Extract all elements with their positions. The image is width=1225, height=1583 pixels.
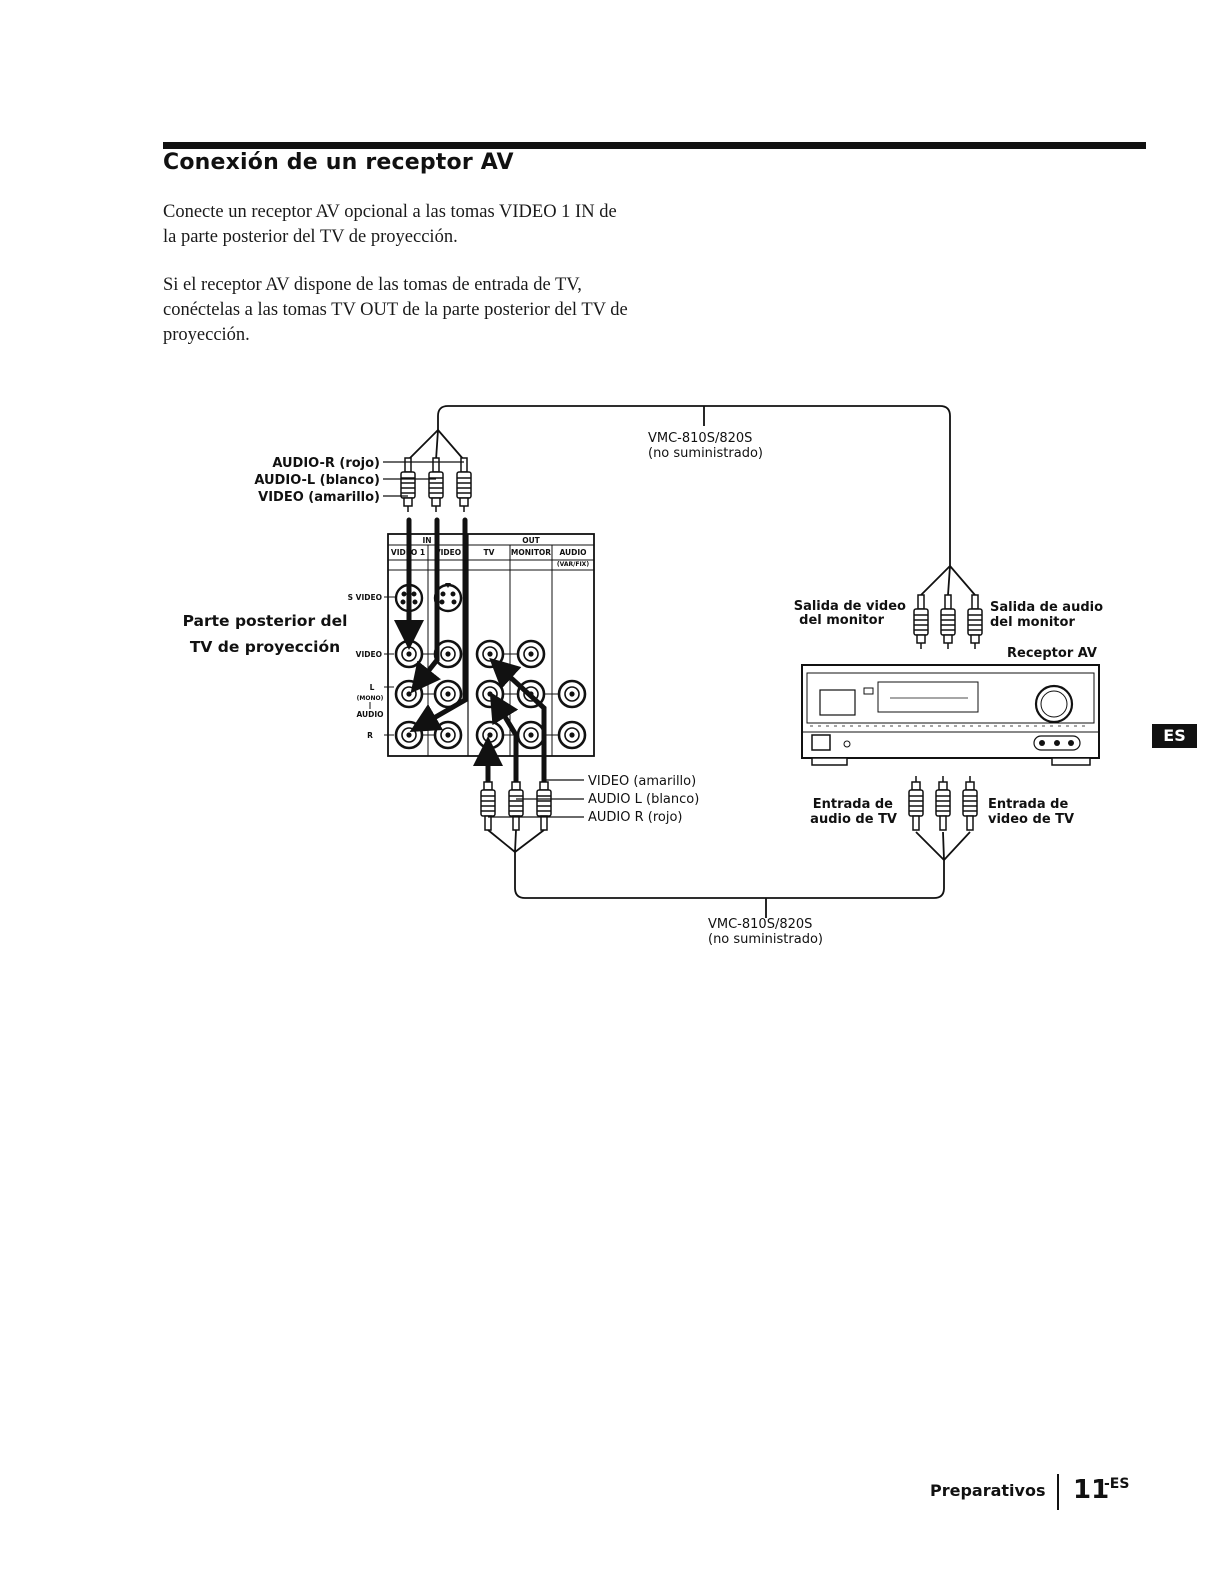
monitor-video-out-line1: Salida de video <box>794 599 906 614</box>
page-number: 11 <box>1073 1475 1110 1505</box>
tv-audio-in-line1: Entrada de <box>813 797 893 812</box>
panel-col-tv: TV <box>484 548 495 557</box>
panel-row-r: R <box>367 731 373 740</box>
receiver-input-plugs <box>908 775 978 831</box>
panel-col-video: VIDEO <box>435 548 461 557</box>
language-tab: ES <box>1152 724 1197 748</box>
section-title: Conexión de un receptor AV <box>163 150 514 175</box>
tv-rear-panel: IN OUT VIDEO 1 VIDEO TV MONITOR AUDIO (V… <box>348 533 595 757</box>
bottom-cable-model: VMC-810S/820S <box>708 917 812 932</box>
bottom-tv-plugs <box>480 775 552 831</box>
tv-audio-in-line2: audio de TV <box>810 812 897 827</box>
av-receiver <box>801 664 1100 766</box>
tv-rear-label-line2: TV de proyección <box>190 638 340 656</box>
top-cable <box>407 405 976 596</box>
bottom-cable <box>487 829 971 918</box>
bottom-plug-label-video: VIDEO (amarillo) <box>588 774 696 789</box>
panel-row-mono: (MONO) <box>357 695 384 702</box>
panel-row-audio: AUDIO <box>356 710 383 719</box>
panel-col-monitor: MONITOR <box>511 548 551 557</box>
monitor-audio-out-line2: del monitor <box>990 615 1075 630</box>
panel-row-video: VIDEO <box>356 650 382 659</box>
footer-divider <box>1057 1474 1059 1510</box>
section-rule <box>163 142 1146 149</box>
receiver-label: Receptor AV <box>1007 646 1097 661</box>
plug-label-video: VIDEO (amarillo) <box>258 490 380 505</box>
connection-diagram: VMC-810S/820S (no suministrado) AUDIO-R … <box>183 405 1103 947</box>
top-tv-plugs <box>400 457 472 513</box>
page-number-suffix: -ES <box>1104 1476 1130 1492</box>
tv-video-in-line2: video de TV <box>988 812 1074 827</box>
top-cable-note: (no suministrado) <box>648 446 763 461</box>
monitor-audio-out-line1: Salida de audio <box>990 600 1103 615</box>
tv-rear-label-line1: Parte posterior del <box>183 612 348 630</box>
bottom-plug-label-audio-l: AUDIO L (blanco) <box>588 792 699 807</box>
panel-col-audio-sub: (VAR/FIX) <box>557 561 589 568</box>
plug-label-audio-l: AUDIO-L (blanco) <box>254 473 380 488</box>
plug-label-audio-r: AUDIO-R (rojo) <box>272 456 380 471</box>
tv-output-paragraph: Si el receptor AV dispone de las tomas d… <box>163 275 628 345</box>
intro-paragraph: Conecte un receptor AV opcional a las to… <box>163 202 617 247</box>
panel-in-header: IN <box>422 536 431 545</box>
monitor-video-out-line2: del monitor <box>799 613 884 628</box>
bottom-plug-label-audio-r: AUDIO R (rojo) <box>588 810 683 825</box>
input-arrows <box>394 517 468 733</box>
footer-section-title: Preparativos <box>930 1481 1046 1500</box>
monitor-output-plugs <box>913 594 983 650</box>
tv-video-in-line1: Entrada de <box>988 797 1068 812</box>
top-cable-model: VMC-810S/820S <box>648 431 752 446</box>
panel-out-header: OUT <box>522 536 540 545</box>
panel-col-audio: AUDIO <box>559 548 586 557</box>
panel-row-svideo: S VIDEO <box>348 593 382 602</box>
panel-row-l: L <box>370 683 375 692</box>
bottom-cable-note: (no suministrado) <box>708 932 823 947</box>
plug-label-leaders <box>383 461 464 497</box>
